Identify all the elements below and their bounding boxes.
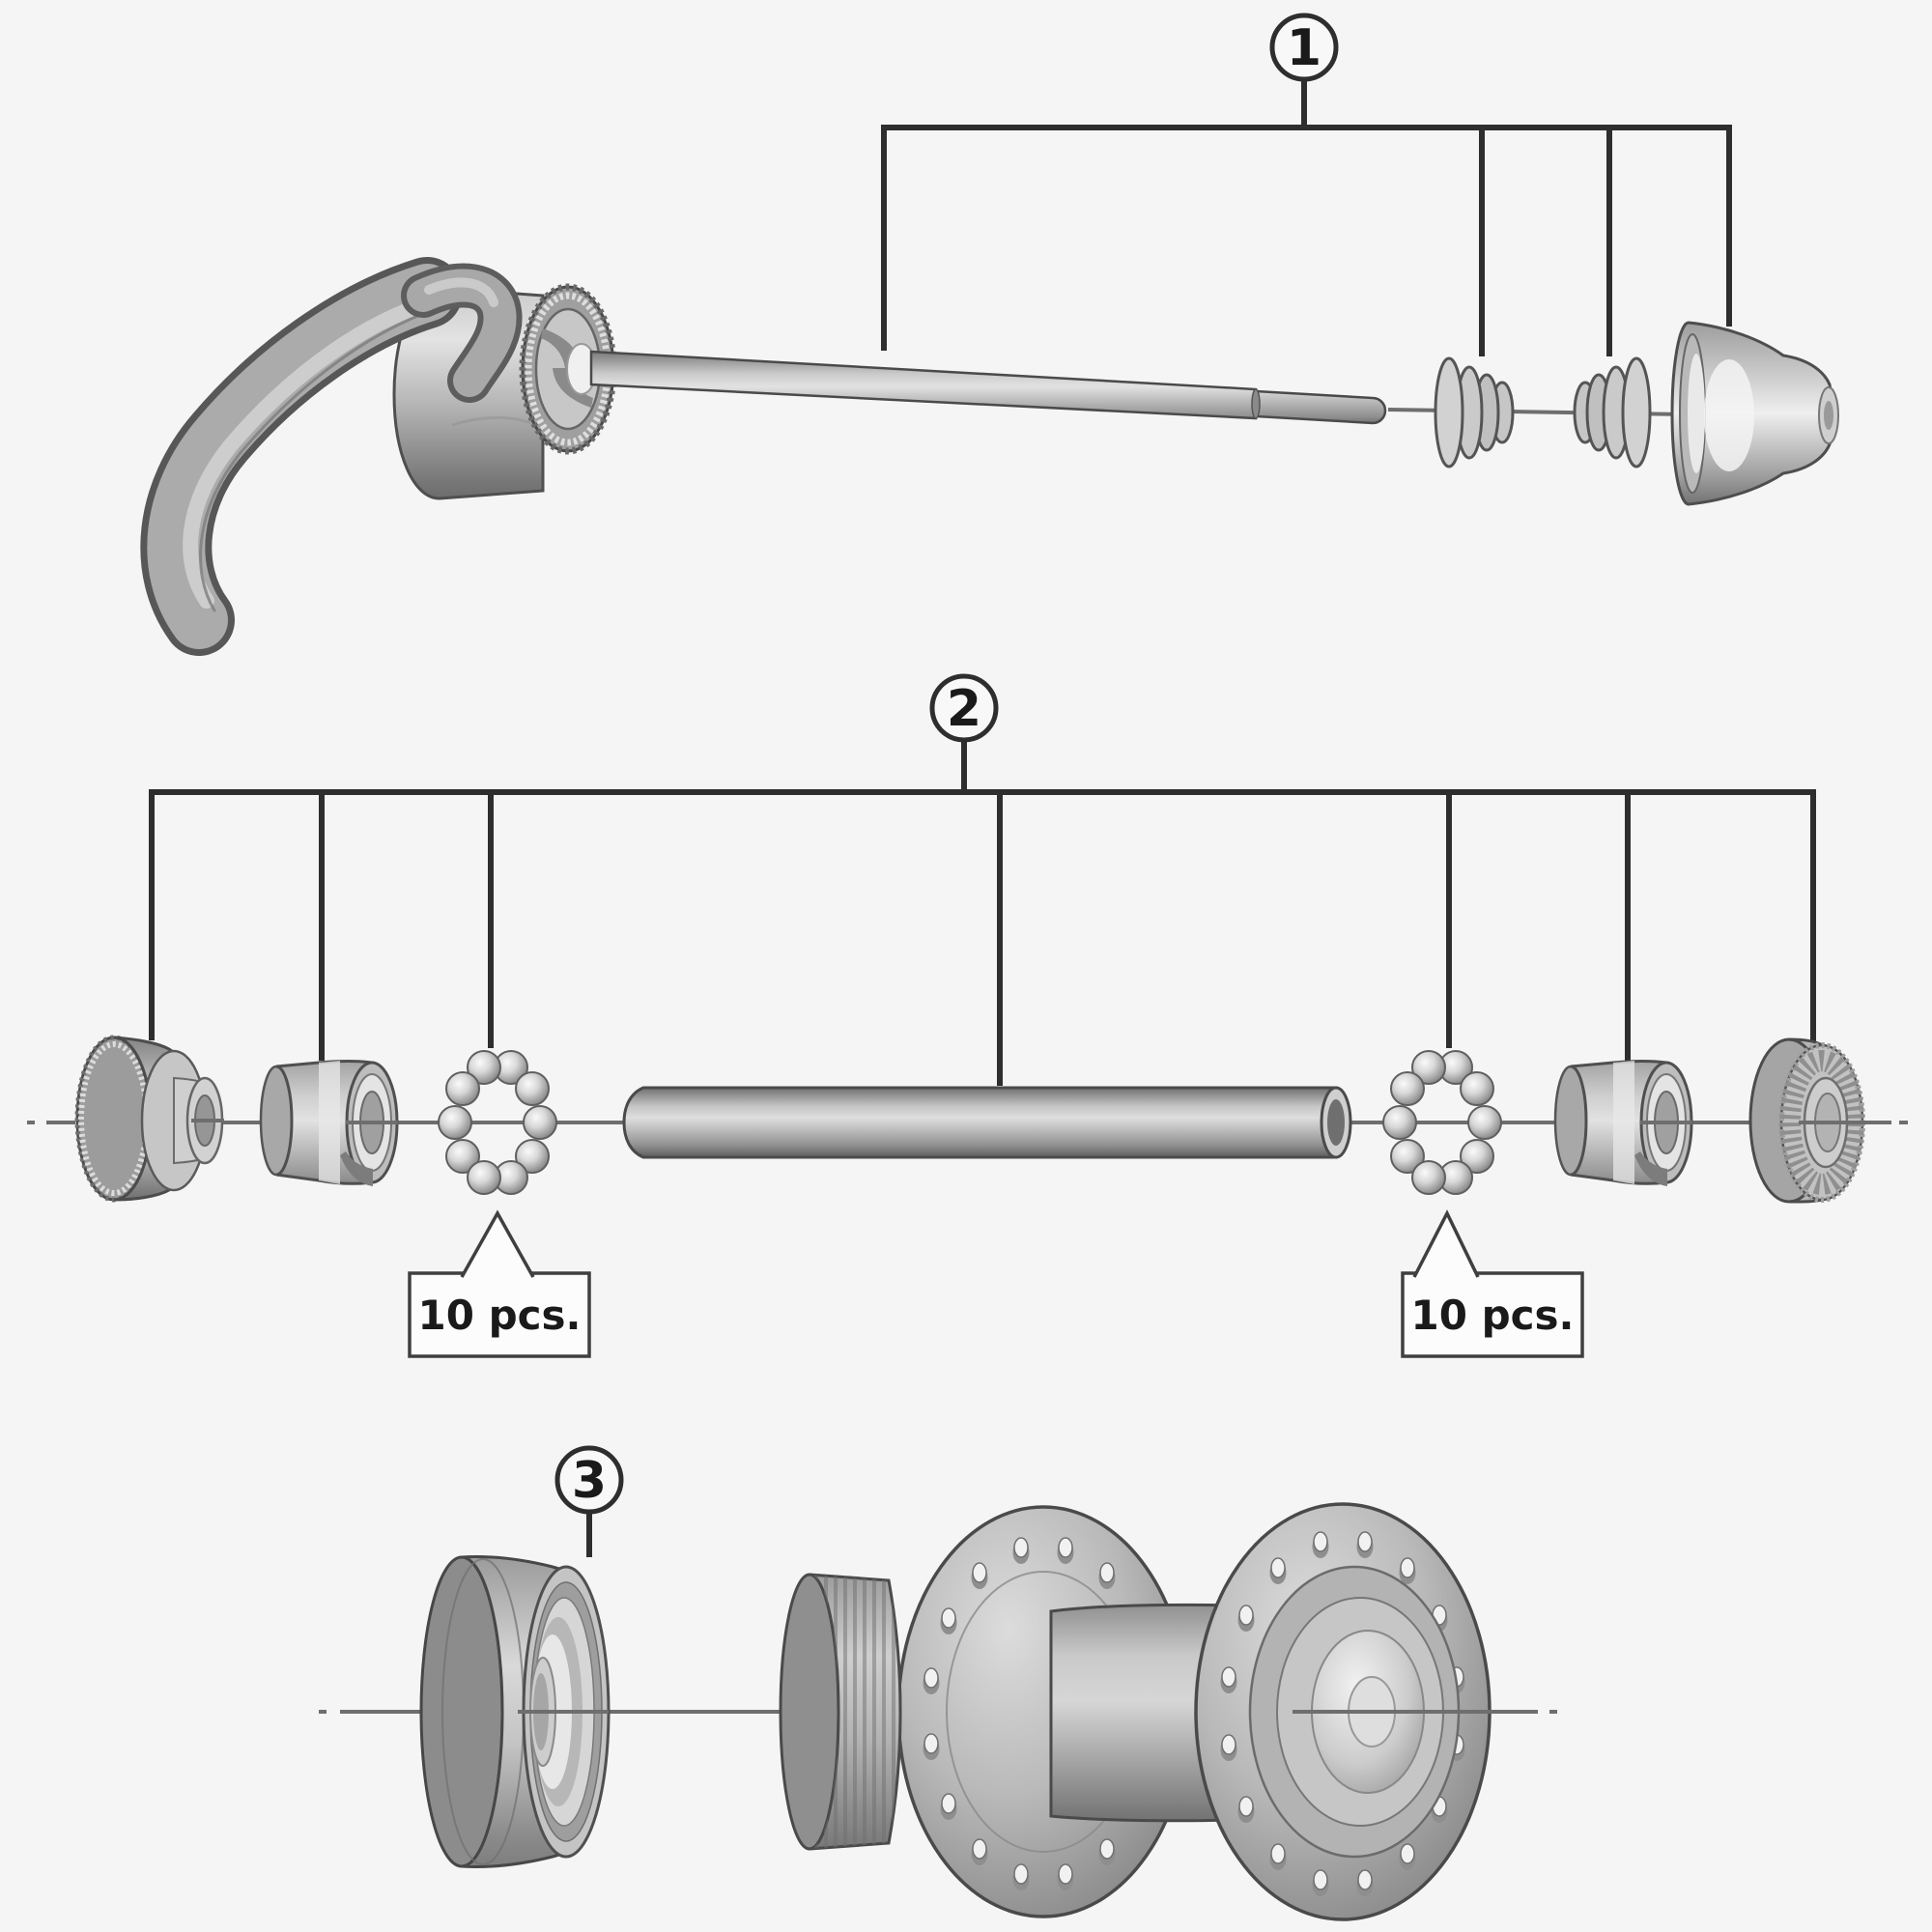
qty-label-left: 10 pcs. bbox=[418, 1292, 582, 1339]
centerlock-spline-drum bbox=[779, 1573, 902, 1851]
spoke-hole bbox=[1236, 1605, 1256, 1633]
qr-lever-neck bbox=[401, 263, 523, 403]
callout-circle-1: 1 bbox=[1269, 13, 1339, 82]
hub-body-assembly: 3 bbox=[319, 1445, 1557, 1921]
spoke-hole bbox=[1011, 1863, 1031, 1891]
bearing-ball bbox=[523, 1105, 557, 1140]
spoke-hole bbox=[1219, 1666, 1238, 1694]
spoke-hole bbox=[1311, 1531, 1330, 1559]
bearing-ball bbox=[1382, 1105, 1417, 1140]
skewer-spring-left bbox=[1434, 356, 1515, 469]
bearing-ball bbox=[445, 1071, 480, 1106]
callout-circle-2: 2 bbox=[929, 673, 999, 743]
qr-lever-handle bbox=[140, 257, 463, 656]
axis-overlays-middle bbox=[191, 1119, 1891, 1124]
qr-body-facet2 bbox=[451, 416, 538, 427]
dust-cap bbox=[419, 1555, 611, 1868]
qty-label-right: 10 pcs. bbox=[1411, 1292, 1575, 1339]
spoke-hole bbox=[970, 1838, 989, 1866]
spoke-hole bbox=[1398, 1557, 1417, 1585]
bearing-ball bbox=[1411, 1160, 1446, 1195]
spoke-hole bbox=[939, 1793, 958, 1821]
spoke-hole bbox=[1056, 1863, 1075, 1891]
qty-pointer-left bbox=[460, 1209, 535, 1278]
spoke-hole bbox=[1011, 1537, 1031, 1565]
bracket-part-1 bbox=[881, 80, 1732, 356]
spoke-hole bbox=[922, 1733, 941, 1761]
callout-circle-3: 3 bbox=[554, 1445, 624, 1557]
spoke-hole bbox=[922, 1667, 941, 1695]
spoke-hole bbox=[1236, 1796, 1256, 1824]
spoke-hole bbox=[970, 1562, 989, 1590]
bearing-ball bbox=[1390, 1071, 1425, 1106]
qty-pointer-right bbox=[1412, 1209, 1480, 1278]
spoke-hole bbox=[1056, 1537, 1075, 1565]
bearing-ball bbox=[1460, 1071, 1494, 1106]
spoke-hole bbox=[1398, 1843, 1417, 1871]
spoke-hole bbox=[1268, 1557, 1288, 1585]
spoke-hole bbox=[1219, 1734, 1238, 1762]
bearing-ball bbox=[1467, 1105, 1502, 1140]
skewer-spring-right bbox=[1573, 356, 1652, 469]
qty-callout-left: 10 pcs. bbox=[408, 1209, 591, 1358]
callout-number-3: 3 bbox=[572, 1452, 607, 1510]
spoke-hole bbox=[1355, 1531, 1375, 1559]
spoke-hole bbox=[1097, 1838, 1117, 1866]
bracket-line bbox=[881, 125, 1732, 351]
spoke-hole bbox=[1097, 1562, 1117, 1590]
locknut-left bbox=[74, 1035, 224, 1203]
skewer-rod bbox=[589, 350, 1387, 425]
spoke-hole bbox=[1311, 1869, 1330, 1897]
bearing-ball bbox=[438, 1105, 472, 1140]
qty-callout-right: 10 pcs. bbox=[1401, 1209, 1584, 1358]
axle-assembly: 2 bbox=[27, 673, 1908, 1358]
spoke-hole bbox=[1355, 1869, 1375, 1897]
skewer-end-nut bbox=[1670, 321, 1839, 506]
hub-flange-right bbox=[1194, 1502, 1538, 1921]
bracket-part-2 bbox=[149, 741, 1816, 1086]
callout-number-1: 1 bbox=[1287, 19, 1321, 77]
bearing-ball bbox=[515, 1071, 550, 1106]
bracket-line bbox=[149, 789, 1816, 1041]
axle bbox=[622, 1086, 1352, 1159]
callout-number-2: 2 bbox=[947, 680, 981, 738]
bearing-ball bbox=[467, 1160, 501, 1195]
spoke-hole bbox=[939, 1607, 958, 1635]
spoke-hole bbox=[1268, 1843, 1288, 1871]
quick-release-skewer-assembly: 1 bbox=[140, 13, 1839, 656]
